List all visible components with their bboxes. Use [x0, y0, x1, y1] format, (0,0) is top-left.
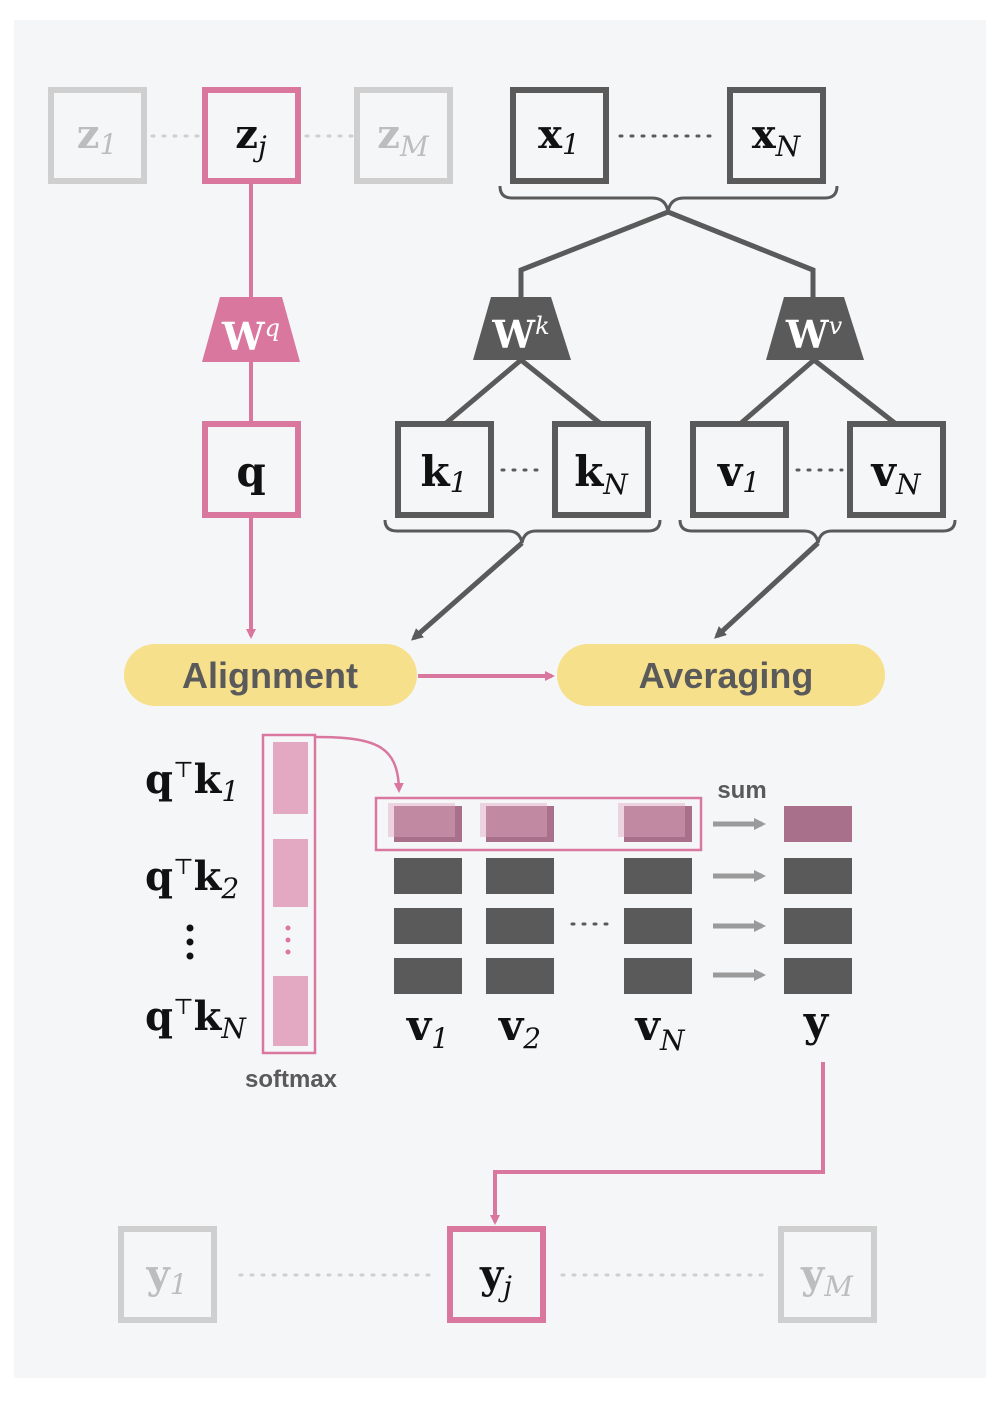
matrix-cell-r4-c2 — [486, 958, 554, 994]
v-first-label: v1 — [717, 447, 760, 499]
v-last-label: vN — [871, 447, 922, 501]
y-first-label: y1 — [145, 1251, 187, 1301]
wq-trapezoid: Wq — [202, 297, 300, 362]
value-matrix: v1 v2 vN — [374, 796, 703, 1057]
x-last-label: xN — [752, 111, 802, 163]
matrix-cell-r1-c2 — [486, 806, 554, 842]
y-selected-label: yj — [479, 1251, 512, 1303]
values-group: v1 vN — [678, 421, 957, 544]
wv-label: Wv — [785, 312, 843, 357]
z-last-label: zM — [377, 111, 430, 163]
z-last-box — [354, 87, 453, 184]
score-row-n: q⊤kN — [145, 993, 247, 1045]
softmax-label: softmax — [245, 1066, 338, 1093]
softmax-dot-1 — [285, 925, 291, 931]
matrix-cell-r3-cn — [624, 908, 692, 944]
wv-to-v1-line — [738, 358, 816, 426]
output-cell-1 — [784, 806, 852, 842]
matrix-cell-r3-c2 — [486, 908, 554, 944]
weight-overlay-n — [618, 803, 685, 837]
x-first-label: x1 — [538, 111, 580, 161]
value-column-label-n: vN — [635, 1001, 686, 1057]
score-vertical-dots — [186, 924, 194, 960]
matrix-cell-r2-c2 — [486, 858, 554, 894]
averaging-stage: Averaging — [557, 644, 885, 706]
value-column-label-2: v2 — [498, 1001, 541, 1055]
y-selected-box — [447, 1226, 546, 1323]
output-cell-3 — [784, 908, 852, 944]
weight-overlay-1 — [388, 803, 455, 837]
tree-to-wk — [518, 209, 669, 297]
x-last-box — [727, 87, 826, 184]
softmax-border — [261, 733, 317, 1055]
wq-label: Wq — [221, 314, 280, 359]
matrix-cell-r4-cn — [624, 958, 692, 994]
softmax-cell-n — [273, 976, 308, 1046]
v-last-box — [847, 421, 946, 518]
v-first-box — [690, 421, 789, 518]
matrix-cell-r2-c1 — [394, 858, 462, 894]
z-inputs: z1 zj zM — [48, 87, 453, 184]
matrix-cell-r1-cn — [624, 806, 692, 842]
output-cell-2 — [784, 858, 852, 894]
y-last-label: yM — [800, 1251, 854, 1303]
sum-section: sum y — [713, 777, 852, 1046]
softmax-to-row-arrow — [314, 735, 404, 793]
value-column-label-1: v1 — [406, 1001, 449, 1055]
weighted-row-highlight — [374, 796, 703, 852]
tree-to-wv — [667, 209, 816, 297]
softmax-column: softmax — [245, 733, 338, 1093]
matrix-cell-r4-c1 — [394, 958, 462, 994]
wk-to-k1-line — [443, 358, 523, 426]
wk-label: Wk — [491, 312, 549, 357]
k-first-label: k1 — [421, 447, 468, 499]
output-to-yj-arrow — [490, 1062, 825, 1225]
matrix-cell-r1-c1 — [394, 806, 462, 842]
alignment-stage: Alignment — [124, 644, 417, 706]
q-label: q — [236, 447, 265, 496]
softmax-dot-3 — [285, 949, 291, 955]
z-selected-label: zj — [235, 111, 267, 163]
softmax-cell-1 — [273, 742, 308, 814]
softmax-dot-2 — [285, 937, 291, 943]
score-row-2: q⊤k2 — [145, 853, 239, 905]
keys-to-alignment-arrow — [410, 541, 524, 641]
wk-trapezoid: Wk — [473, 297, 571, 360]
matrix-cell-r2-cn — [624, 858, 692, 894]
softmax-cell-2 — [273, 839, 308, 907]
output-column-label: y — [803, 997, 830, 1046]
averaging-label: Averaging — [639, 655, 814, 696]
k-first-box — [395, 421, 494, 518]
matrix-cell-r3-c1 — [394, 908, 462, 944]
sum-label: sum — [717, 777, 766, 804]
z-first-box — [48, 87, 147, 184]
wk-to-kn-line — [519, 358, 603, 426]
y-first-box — [118, 1226, 217, 1323]
scores-group: q⊤k1 q⊤k2 q⊤kN — [145, 756, 247, 1045]
x-inputs: x1 xN — [498, 87, 839, 213]
score-row-1: q⊤k1 — [145, 756, 239, 808]
y-last-box — [778, 1226, 877, 1323]
alignment-label: Alignment — [182, 655, 358, 696]
weight-overlay-2 — [480, 803, 547, 837]
values-to-averaging-arrow — [714, 541, 820, 639]
y-outputs: y1 yj yM — [118, 1226, 877, 1323]
x-first-box — [510, 87, 609, 184]
alignment-pill — [124, 644, 417, 706]
output-cell-4 — [784, 958, 852, 994]
averaging-pill — [557, 644, 885, 706]
wv-trapezoid: Wv — [766, 297, 864, 360]
z-first-label: z1 — [77, 111, 118, 161]
k-last-label: kN — [574, 447, 629, 501]
k-last-box — [552, 421, 651, 518]
wv-to-vn-line — [812, 358, 898, 426]
